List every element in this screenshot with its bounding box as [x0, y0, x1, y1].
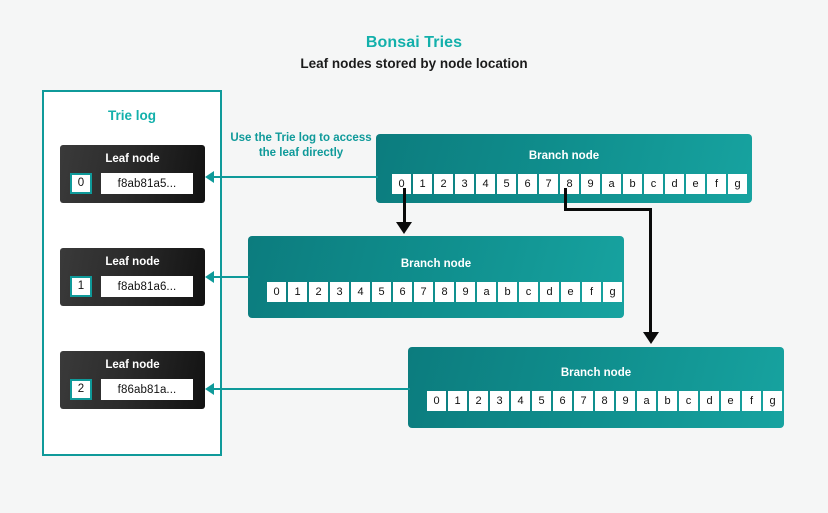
- nibble-cell-3[interactable]: 3: [455, 174, 474, 194]
- nibble-cell-e[interactable]: e: [561, 282, 580, 302]
- leaf-hash-value: f8ab81a5...: [101, 173, 193, 194]
- nibble-cell-g[interactable]: g: [603, 282, 622, 302]
- nibble-cell-1[interactable]: 1: [413, 174, 432, 194]
- nibble-cell-7[interactable]: 7: [539, 174, 558, 194]
- branch-node-label: Branch node: [560, 367, 632, 379]
- leaf-node-2[interactable]: Leaf node 2 f86ab81a...: [60, 351, 205, 409]
- connector-branch1-to-leaf0-arrow: [205, 171, 214, 183]
- nibble-cell-5[interactable]: 5: [532, 391, 551, 411]
- nibble-cell-b[interactable]: b: [498, 282, 517, 302]
- leaf-node-row: 2 f86ab81a...: [70, 379, 193, 400]
- leaf-node-label: Leaf node: [105, 256, 160, 268]
- nibble-cell-0[interactable]: 0: [427, 391, 446, 411]
- nibble-cell-7[interactable]: 7: [414, 282, 433, 302]
- trie-log-annotation: Use the Trie log to access the leaf dire…: [230, 132, 372, 159]
- nibble-cell-8[interactable]: 8: [435, 282, 454, 302]
- leaf-hash-value: f8ab81a6...: [101, 276, 193, 297]
- nibble-cell-b[interactable]: b: [658, 391, 677, 411]
- nibble-cell-9[interactable]: 9: [456, 282, 475, 302]
- page-subtitle: Leaf nodes stored by node location: [300, 56, 528, 71]
- connector-branch1-nibble8-arrow: [643, 332, 659, 344]
- connector-branch1-nibble8-vertical-1: [564, 188, 567, 211]
- nibble-cell-e[interactable]: e: [686, 174, 705, 194]
- nibble-cell-5[interactable]: 5: [497, 174, 516, 194]
- nibble-cell-d[interactable]: d: [700, 391, 719, 411]
- connector-branch1-nibble0-vertical: [403, 188, 406, 224]
- connector-branch2-to-leaf1-line: [214, 276, 250, 278]
- connector-branch3-to-leaf2-arrow: [205, 383, 214, 395]
- connector-branch1-nibble8-horizontal: [564, 208, 652, 211]
- nibble-cell-1[interactable]: 1: [448, 391, 467, 411]
- trie-log-title: Trie log: [107, 108, 156, 123]
- nibble-cell-g[interactable]: g: [728, 174, 747, 194]
- leaf-node-row: 1 f8ab81a6...: [70, 276, 193, 297]
- nibble-cell-c[interactable]: c: [519, 282, 538, 302]
- leaf-hash-value: f86ab81a...: [101, 379, 193, 400]
- nibble-cell-0[interactable]: 0: [392, 174, 411, 194]
- nibble-cell-2[interactable]: 2: [434, 174, 453, 194]
- nibble-cell-9[interactable]: 9: [616, 391, 635, 411]
- nibble-cell-8[interactable]: 8: [595, 391, 614, 411]
- leaf-node-1[interactable]: Leaf node 1 f8ab81a6...: [60, 248, 205, 306]
- connector-branch2-to-leaf1-arrow: [205, 271, 214, 283]
- nibble-cell-d[interactable]: d: [540, 282, 559, 302]
- leaf-node-label: Leaf node: [105, 153, 160, 165]
- connector-branch3-to-leaf2-line: [214, 388, 410, 390]
- branch-node-label: Branch node: [400, 258, 472, 270]
- nibble-cell-2[interactable]: 2: [309, 282, 328, 302]
- connector-branch1-nibble0-arrow: [396, 222, 412, 234]
- leaf-node-label: Leaf node: [105, 359, 160, 371]
- nibble-cell-5[interactable]: 5: [372, 282, 391, 302]
- nibble-cell-f[interactable]: f: [707, 174, 726, 194]
- connector-branch1-to-leaf0-line: [214, 176, 378, 178]
- nibble-cell-a[interactable]: a: [637, 391, 656, 411]
- nibble-cell-f[interactable]: f: [582, 282, 601, 302]
- nibble-cell-e[interactable]: e: [721, 391, 740, 411]
- nibble-cell-a[interactable]: a: [477, 282, 496, 302]
- nibble-cell-2[interactable]: 2: [469, 391, 488, 411]
- page-title: Bonsai Tries: [365, 34, 463, 51]
- leaf-index-badge: 2: [70, 379, 92, 400]
- branch-node-label: Branch node: [528, 150, 600, 162]
- nibble-cell-3[interactable]: 3: [490, 391, 509, 411]
- nibble-cell-c[interactable]: c: [679, 391, 698, 411]
- diagram-header: Bonsai Tries Leaf nodes stored by node l…: [0, 33, 828, 73]
- nibble-cell-b[interactable]: b: [623, 174, 642, 194]
- nibble-cell-4[interactable]: 4: [511, 391, 530, 411]
- nibble-cell-a[interactable]: a: [602, 174, 621, 194]
- nibble-cell-0[interactable]: 0: [267, 282, 286, 302]
- nibble-cell-7[interactable]: 7: [574, 391, 593, 411]
- nibble-cell-9[interactable]: 9: [581, 174, 600, 194]
- nibble-cell-g[interactable]: g: [763, 391, 782, 411]
- nibble-cell-3[interactable]: 3: [330, 282, 349, 302]
- leaf-node-row: 0 f8ab81a5...: [70, 173, 193, 194]
- nibble-cell-6[interactable]: 6: [553, 391, 572, 411]
- nibble-cell-8[interactable]: 8: [560, 174, 579, 194]
- leaf-node-0[interactable]: Leaf node 0 f8ab81a5...: [60, 145, 205, 203]
- nibble-cell-6[interactable]: 6: [518, 174, 537, 194]
- nibble-cell-1[interactable]: 1: [288, 282, 307, 302]
- nibble-cell-d[interactable]: d: [665, 174, 684, 194]
- nibble-cell-4[interactable]: 4: [476, 174, 495, 194]
- nibble-cell-4[interactable]: 4: [351, 282, 370, 302]
- leaf-index-badge: 1: [70, 276, 92, 297]
- nibble-cell-f[interactable]: f: [742, 391, 761, 411]
- nibble-cell-c[interactable]: c: [644, 174, 663, 194]
- nibble-cell-6[interactable]: 6: [393, 282, 412, 302]
- connector-branch1-nibble8-vertical-2: [649, 208, 652, 333]
- leaf-index-badge: 0: [70, 173, 92, 194]
